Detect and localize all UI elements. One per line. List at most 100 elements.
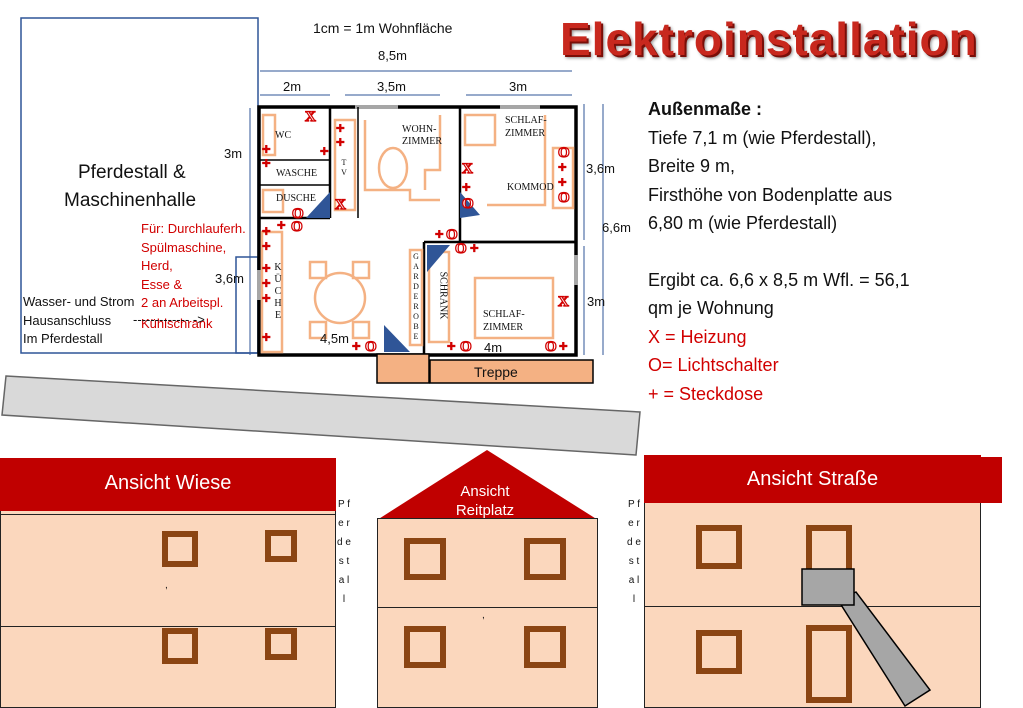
lichtschalter-symbol: O xyxy=(445,227,458,243)
wiese-label: Ansicht Wiese xyxy=(104,472,232,494)
info-line: Tiefe 7,1 m (wie Pferdestall), xyxy=(648,127,877,148)
note-line: Kühlschrank xyxy=(141,315,213,331)
steckdose-symbol: + xyxy=(261,142,271,158)
dim-left-mid: 3,6m xyxy=(215,271,244,286)
note-line: Für: Durchlauferh. xyxy=(141,221,246,236)
window xyxy=(696,630,742,674)
note-line: 2 an Arbeitspl. xyxy=(141,295,224,310)
dim-left-top: 3m xyxy=(224,146,243,161)
steckdose-symbol: + xyxy=(461,180,471,196)
room-kommode: KOMMOD xyxy=(507,182,554,193)
room-wohn-1: WOHN- xyxy=(402,124,437,135)
window xyxy=(696,525,742,569)
door xyxy=(806,625,852,703)
steckdose-symbol: + xyxy=(557,175,567,191)
dim-bottom-left: 4,5m xyxy=(320,331,349,346)
room-wc: WC xyxy=(275,130,292,141)
dim-total-width: 8,5m xyxy=(378,48,407,63)
window xyxy=(524,626,566,668)
room-wohn-2: ZIMMER xyxy=(402,136,442,147)
steckdose-symbol: + xyxy=(335,121,345,137)
steckdose-symbol: + xyxy=(434,227,444,243)
dim-right-bottom: 3m xyxy=(587,294,606,309)
door xyxy=(806,525,852,575)
appliance-note: Für: Durchlauferh. Spülmaschine, Herd, E… xyxy=(141,220,246,333)
pferdestall-vertical-2: P f e r d e s t a l l xyxy=(627,499,641,605)
reitplatz-roof xyxy=(377,450,598,520)
reitplatz-tick: , xyxy=(482,610,485,621)
info-line: Breite 9 m, xyxy=(648,156,736,176)
lichtschalter-symbol: O xyxy=(557,145,570,161)
treppe-box xyxy=(429,359,594,384)
scale-label: 1cm = 1m Wohnfläche xyxy=(313,20,453,36)
hookup-note: Wasser- und Strom Hausanschluss Im Pferd… xyxy=(23,293,135,349)
strasse-header xyxy=(644,455,981,503)
info-line: 6,80 m (wie Pferdestall) xyxy=(648,213,838,233)
lichtschalter-symbol: O xyxy=(364,339,377,355)
room-dusche: DUSCHE xyxy=(276,193,317,204)
dim-right-total: 6,6m xyxy=(602,220,631,235)
reitplatz-label: Ansicht Reitplatz xyxy=(437,482,533,520)
heizung-symbol: X xyxy=(304,109,316,125)
room-schlaf-b-2: ZIMMER xyxy=(483,322,523,333)
window xyxy=(162,628,198,664)
info-line: Ergibt ca. 6,6 x 8,5 m Wfl. = 56,1 xyxy=(648,269,910,290)
hookup-line: Im Pferdestall xyxy=(23,331,103,346)
window xyxy=(524,538,566,580)
legend-lichtschalter: O= Lichtschalter xyxy=(648,355,779,375)
steckdose-symbol: + xyxy=(261,276,271,292)
dim-seg2: 3,5m xyxy=(377,79,406,94)
hookup-line: Hausanschluss xyxy=(23,312,112,328)
steckdose-symbol: + xyxy=(261,261,271,277)
room-schlaf-a-1: SCHLAF- xyxy=(505,115,547,126)
grey-ramp xyxy=(1,375,641,456)
steckdose-symbol: + xyxy=(261,330,271,346)
note-line: Herd, xyxy=(141,258,173,273)
barn-label-line2: Maschinenhalle xyxy=(64,190,197,211)
steckdose-symbol: + xyxy=(335,135,345,151)
window xyxy=(265,530,297,562)
steckdose-symbol: + xyxy=(261,239,271,255)
steckdose-symbol: + xyxy=(261,156,271,172)
page-title: Elektroinstallation xyxy=(560,13,978,65)
legend-steckdose: + = Steckdose xyxy=(648,383,764,404)
reitplatz-label-1: Ansicht xyxy=(460,483,510,500)
window xyxy=(265,628,297,660)
steckdose-symbol: + xyxy=(469,241,479,257)
hookup-line: Wasser- und Strom xyxy=(23,294,135,309)
lichtschalter-symbol: O xyxy=(544,339,557,355)
legend-heizung: X = Heizung xyxy=(648,326,747,347)
room-tv: T V xyxy=(341,158,347,177)
info-line: qm je Wohnung xyxy=(648,298,774,318)
dim-bottom-right: 4m xyxy=(484,340,503,355)
treppe-label: Treppe xyxy=(474,364,518,380)
steckdose-symbol: + xyxy=(261,291,271,307)
barn-label-line1: Pferdestall & xyxy=(78,162,186,183)
heizung-symbol: X xyxy=(557,294,569,310)
steckdose-symbol: + xyxy=(557,160,567,176)
room-kueche: K Ü C H E xyxy=(274,262,282,321)
dim-right-top: 3,6m xyxy=(586,161,615,176)
room-schrank: SCHRANK xyxy=(437,271,449,320)
lichtschalter-symbol: O xyxy=(291,206,304,222)
note-line: Spülmaschine, xyxy=(141,239,227,255)
heizung-symbol: X xyxy=(461,161,473,177)
steckdose-symbol: + xyxy=(558,339,568,355)
furniture xyxy=(260,113,575,354)
window xyxy=(404,626,446,668)
treppe-step xyxy=(376,353,430,384)
note-line: Esse & xyxy=(141,276,183,292)
steckdose-symbol: + xyxy=(261,224,271,240)
strasse-label: Ansicht Straße xyxy=(746,468,879,490)
dim-seg1: 2m xyxy=(283,79,302,94)
lichtschalter-symbol: O xyxy=(290,219,303,235)
lichtschalter-symbol: O xyxy=(461,196,474,212)
room-schlaf-a-2: ZIMMER xyxy=(505,128,545,139)
pferdestall-vertical-1: P f e r d e s t a l l xyxy=(337,499,351,605)
steckdose-symbol: + xyxy=(446,339,456,355)
steckdose-symbol: + xyxy=(319,144,329,160)
steckdose-symbol: + xyxy=(351,339,361,355)
lichtschalter-symbol: O xyxy=(454,241,467,257)
wiese-tick: , xyxy=(165,580,168,591)
window xyxy=(404,538,446,580)
